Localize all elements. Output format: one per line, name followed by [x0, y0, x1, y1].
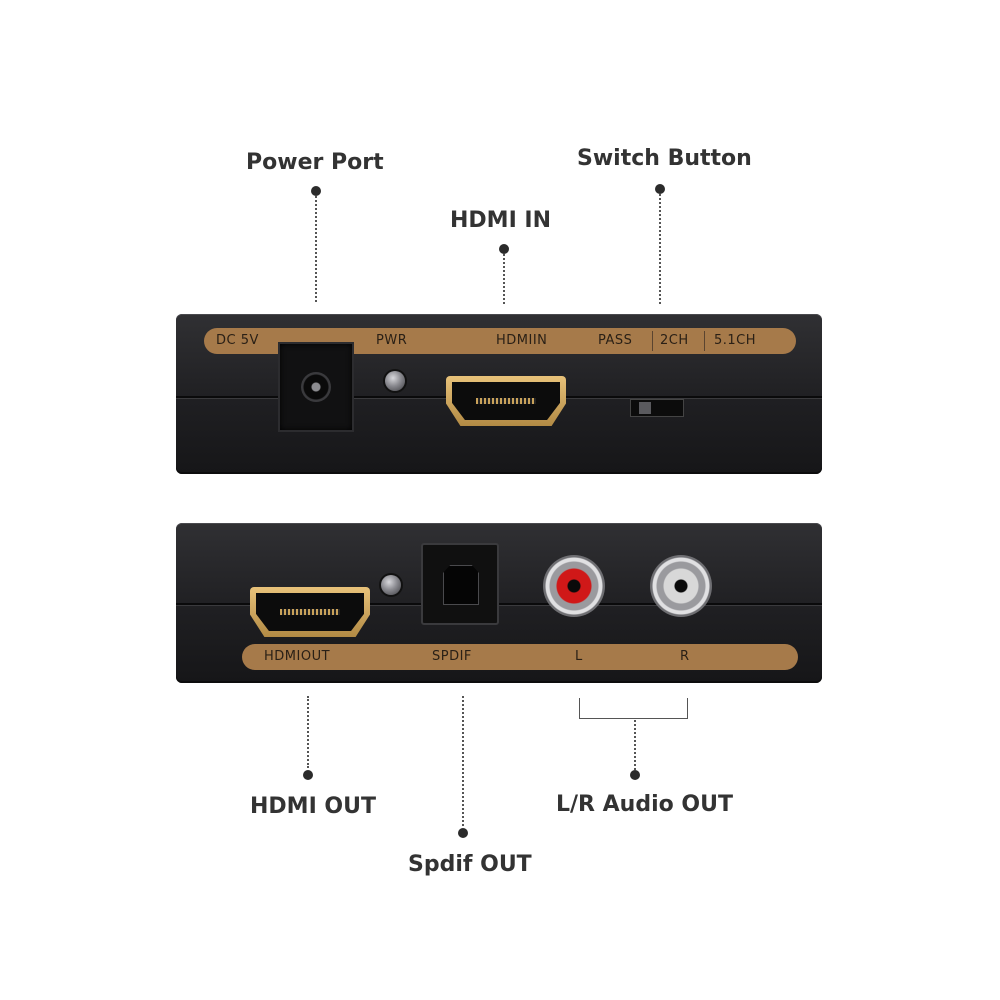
- device-panel-input-side: DC 5V PWR HDMIIN PASS 2CH 5.1CH: [176, 314, 822, 474]
- hdmi-out-leader-line: [307, 696, 309, 768]
- power-port-leader-dot: [311, 186, 321, 196]
- spdif-out-leader-line: [462, 696, 464, 826]
- hdmi-out-leader-dot: [303, 770, 313, 780]
- label-2ch: 2CH: [660, 333, 689, 348]
- hdmi-out-pins: [279, 608, 341, 615]
- hdmi-out-port: [250, 587, 370, 637]
- label-spdif: SPDIF: [432, 649, 472, 664]
- label-5-1ch: 5.1CH: [714, 333, 757, 348]
- lr-audio-bracket: [579, 698, 688, 719]
- switch-knob: [639, 402, 651, 414]
- callout-power-port: Power Port: [246, 150, 384, 175]
- hdmi-in-leader-line: [503, 254, 505, 304]
- switch-button-leader-dot: [655, 184, 665, 194]
- rca-right-port: [650, 555, 712, 617]
- label-pwr: PWR: [376, 333, 408, 348]
- switch-button: [630, 399, 684, 417]
- label-divider-2: [704, 331, 705, 351]
- callout-lr-audio-out: L/R Audio OUT: [556, 792, 733, 817]
- hdmi-in-port-opening: [452, 382, 560, 420]
- label-divider-1: [652, 331, 653, 351]
- label-l: L: [575, 649, 583, 664]
- pwr-led: [385, 371, 405, 391]
- callout-switch-button: Switch Button: [577, 146, 752, 171]
- spdif-out-leader-dot: [458, 828, 468, 838]
- lr-audio-leader-line: [634, 720, 636, 770]
- label-hdmi-in: HDMIIN: [496, 333, 548, 348]
- dc-jack-hole: [301, 372, 331, 402]
- lr-audio-leader-dot: [630, 770, 640, 780]
- label-r: R: [680, 649, 690, 664]
- callout-hdmi-out: HDMI OUT: [250, 794, 376, 819]
- panel-groove-bottom: [176, 603, 822, 605]
- power-port-leader-line: [315, 196, 317, 302]
- label-pass: PASS: [598, 333, 633, 348]
- rca-left-port: [543, 555, 605, 617]
- label-hdmi-out: HDMIOUT: [264, 649, 331, 664]
- device-panel-output-side: HDMIOUT SPDIF L R: [176, 523, 822, 683]
- hdmi-in-pins: [475, 397, 537, 404]
- hdmi-in-port: [446, 376, 566, 426]
- switch-button-leader-line: [659, 194, 661, 304]
- spdif-port: [421, 543, 499, 625]
- hdmi-in-leader-dot: [499, 244, 509, 254]
- label-dc-5v: DC 5V: [216, 333, 259, 348]
- callout-spdif-out: Spdif OUT: [408, 852, 532, 877]
- spdif-port-opening: [443, 565, 479, 605]
- output-led: [381, 575, 401, 595]
- callout-hdmi-in: HDMI IN: [450, 208, 552, 233]
- power-port: [278, 342, 354, 432]
- output-label-strip: HDMIOUT SPDIF L R: [242, 644, 798, 670]
- hdmi-out-port-opening: [256, 593, 364, 631]
